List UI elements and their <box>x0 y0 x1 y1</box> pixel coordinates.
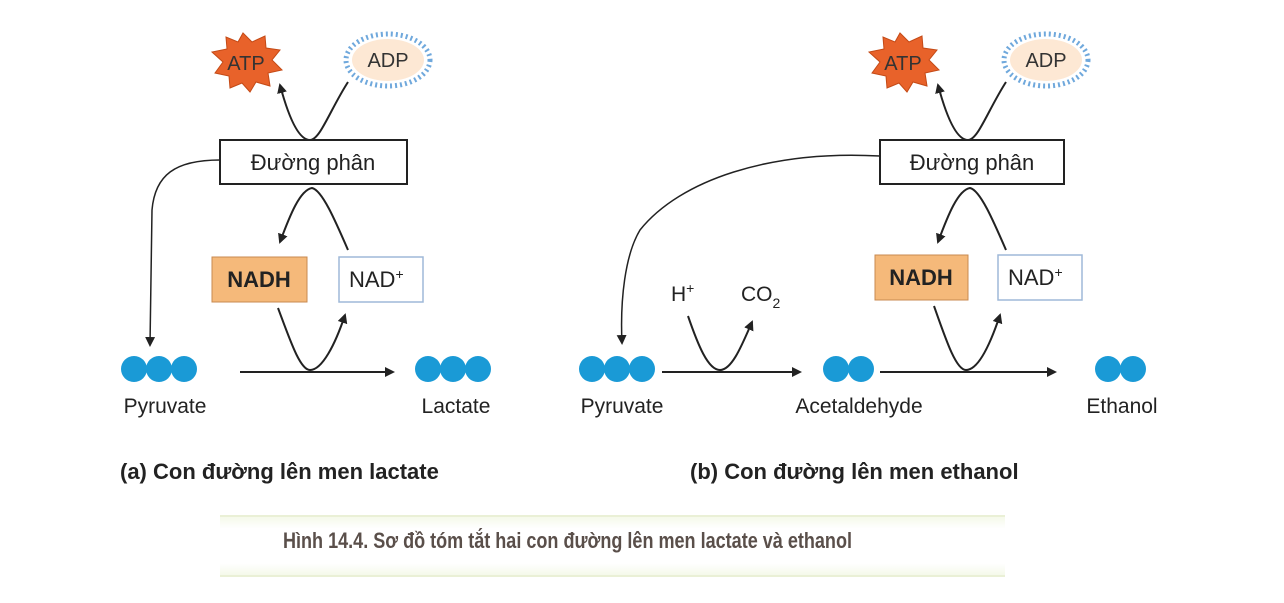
molecule-atom <box>121 356 147 382</box>
nad-label-base: NAD <box>349 267 395 292</box>
nad-box <box>338 256 424 303</box>
glycolysis-box <box>879 139 1065 185</box>
co2-base: CO <box>741 283 773 306</box>
atp-badge: ATP <box>867 32 941 93</box>
atp-label: ATP <box>227 53 264 75</box>
glycolysis-box <box>219 139 408 185</box>
figure-caption: Hình 14.4. Sơ đồ tóm tắt hai con đường l… <box>283 528 852 553</box>
pyruvate-label: Pyruvate <box>124 395 207 418</box>
h-plus-sup: + <box>686 280 694 296</box>
nad-to-nadh-arrow <box>936 186 1007 251</box>
nad-label-sup: + <box>395 266 403 282</box>
nad-label-sup: + <box>1054 264 1062 280</box>
molecule-atom <box>1120 356 1146 382</box>
atp-adp-arrow <box>277 81 349 142</box>
molecule-atom <box>415 356 441 382</box>
h-to-co2-arrow <box>687 315 754 372</box>
atp-burst-shape <box>867 32 941 93</box>
co2-sub: 2 <box>773 295 781 311</box>
co2-label: CO2 <box>741 283 781 311</box>
molecule-atom <box>579 356 605 382</box>
nad-label: NAD+ <box>1008 264 1063 290</box>
h-plus-base: H <box>671 283 686 306</box>
nad-label: NAD+ <box>349 266 404 292</box>
molecule-atom <box>629 356 655 382</box>
nad-to-nadh-arrow <box>278 186 349 251</box>
glycolysis-to-pyruvate-arrow <box>616 154 881 345</box>
lactate-molecule <box>415 356 491 382</box>
acetaldehyde-label: Acetaldehyde <box>795 395 922 418</box>
diagram-a: ATP ADP Đường phân NADH NAD+ Py <box>120 31 491 484</box>
glycolysis-label: Đường phân <box>251 150 376 175</box>
molecule-atom <box>848 356 874 382</box>
lactate-label: Lactate <box>422 395 491 418</box>
nadh-to-nad-arrow <box>277 307 348 372</box>
molecule-atom <box>823 356 849 382</box>
molecule-atom <box>465 356 491 382</box>
nadh-label: NADH <box>227 267 291 292</box>
diagram-b: ATP ADP Đường phân NADH NAD+ H+ CO2 Pyru… <box>579 31 1158 484</box>
pyruvate-label: Pyruvate <box>581 395 664 418</box>
nadh-label: NADH <box>889 265 953 290</box>
molecule-atom <box>171 356 197 382</box>
atp-badge: ATP <box>210 32 284 93</box>
molecule-atom <box>440 356 466 382</box>
ethanol-label: Ethanol <box>1086 395 1157 418</box>
glycolysis-label: Đường phân <box>910 150 1035 175</box>
adp-label: ADP <box>367 50 408 72</box>
diagram-b-title: (b) Con đường lên men ethanol <box>690 459 1019 484</box>
adp-label: ADP <box>1025 50 1066 72</box>
atp-label: ATP <box>884 53 921 75</box>
atp-adp-arrow <box>935 81 1007 142</box>
h-plus-label: H+ <box>671 280 694 306</box>
caption-band <box>220 515 1005 577</box>
glycolysis-to-pyruvate-arrow <box>145 159 221 347</box>
molecule-atom <box>604 356 630 382</box>
diagram-a-title: (a) Con đường lên men lactate <box>120 459 439 484</box>
atp-burst-shape <box>210 32 284 93</box>
pyruvate-molecule <box>121 356 197 382</box>
adp-badge: ADP <box>1001 31 1091 89</box>
nadh-box <box>874 254 969 301</box>
nad-box <box>997 254 1083 301</box>
nadh-to-nad-arrow <box>933 305 1003 372</box>
molecule-atom <box>146 356 172 382</box>
nadh-box <box>211 256 308 303</box>
adp-badge: ADP <box>343 31 433 89</box>
pyruvate-molecule <box>579 356 655 382</box>
nad-label-base: NAD <box>1008 265 1054 290</box>
acetaldehyde-molecule <box>823 356 874 382</box>
molecule-atom <box>1095 356 1121 382</box>
adp-core <box>1010 39 1082 81</box>
ethanol-molecule <box>1095 356 1146 382</box>
adp-core <box>352 39 424 81</box>
